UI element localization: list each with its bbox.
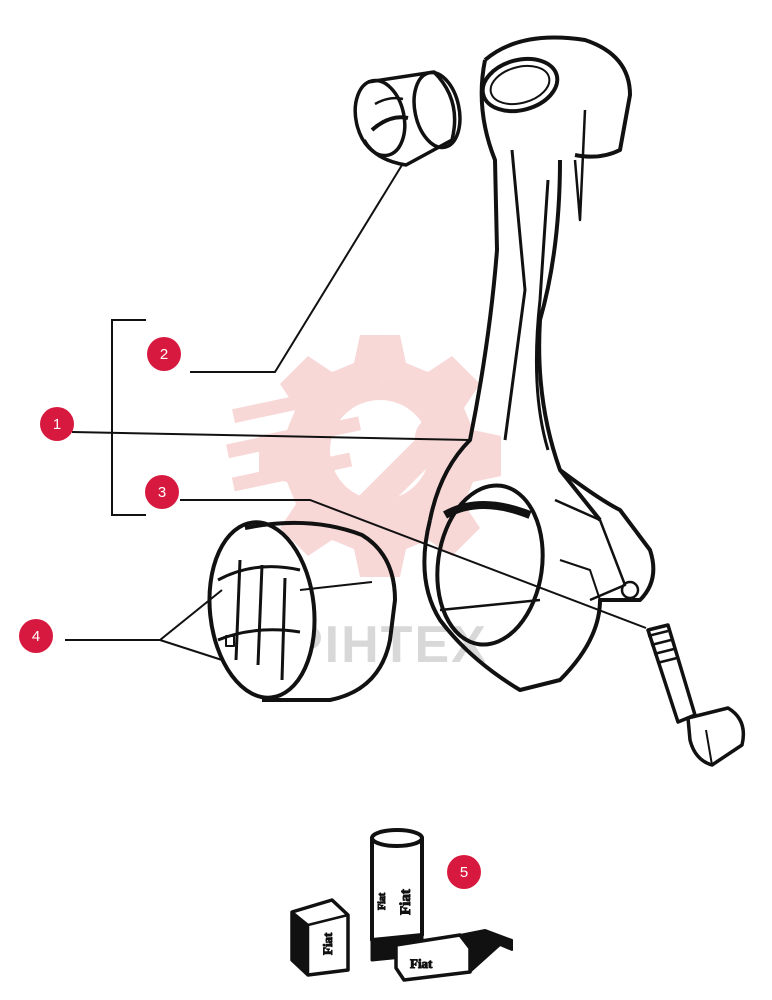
callout-2: 2 [147,337,181,371]
leader-lines [65,164,647,661]
callout-1: 1 [40,407,74,441]
callout-3-label: 3 [158,484,166,501]
block-left-stamp: Fiat [320,932,335,955]
tool-stamp-top: Fiat [398,889,414,915]
cap-bolt [646,623,746,767]
tool-stamp-side: Fiat [377,892,388,910]
callout-5: 5 [447,855,481,889]
callout-4-label: 4 [32,628,40,645]
callout-4: 4 [19,619,53,653]
gauge-tool: Fiat Fiat Fiat Fiat [290,828,513,982]
connecting-rod [422,35,656,692]
callout-5-label: 5 [460,864,468,881]
small-end-bushing [353,70,462,167]
callout-2-label: 2 [160,346,168,363]
big-end-bearing [207,520,397,702]
callout-3: 3 [145,475,179,509]
callout-1-label: 1 [53,416,61,433]
block-right-stamp: Fiat [410,956,433,971]
